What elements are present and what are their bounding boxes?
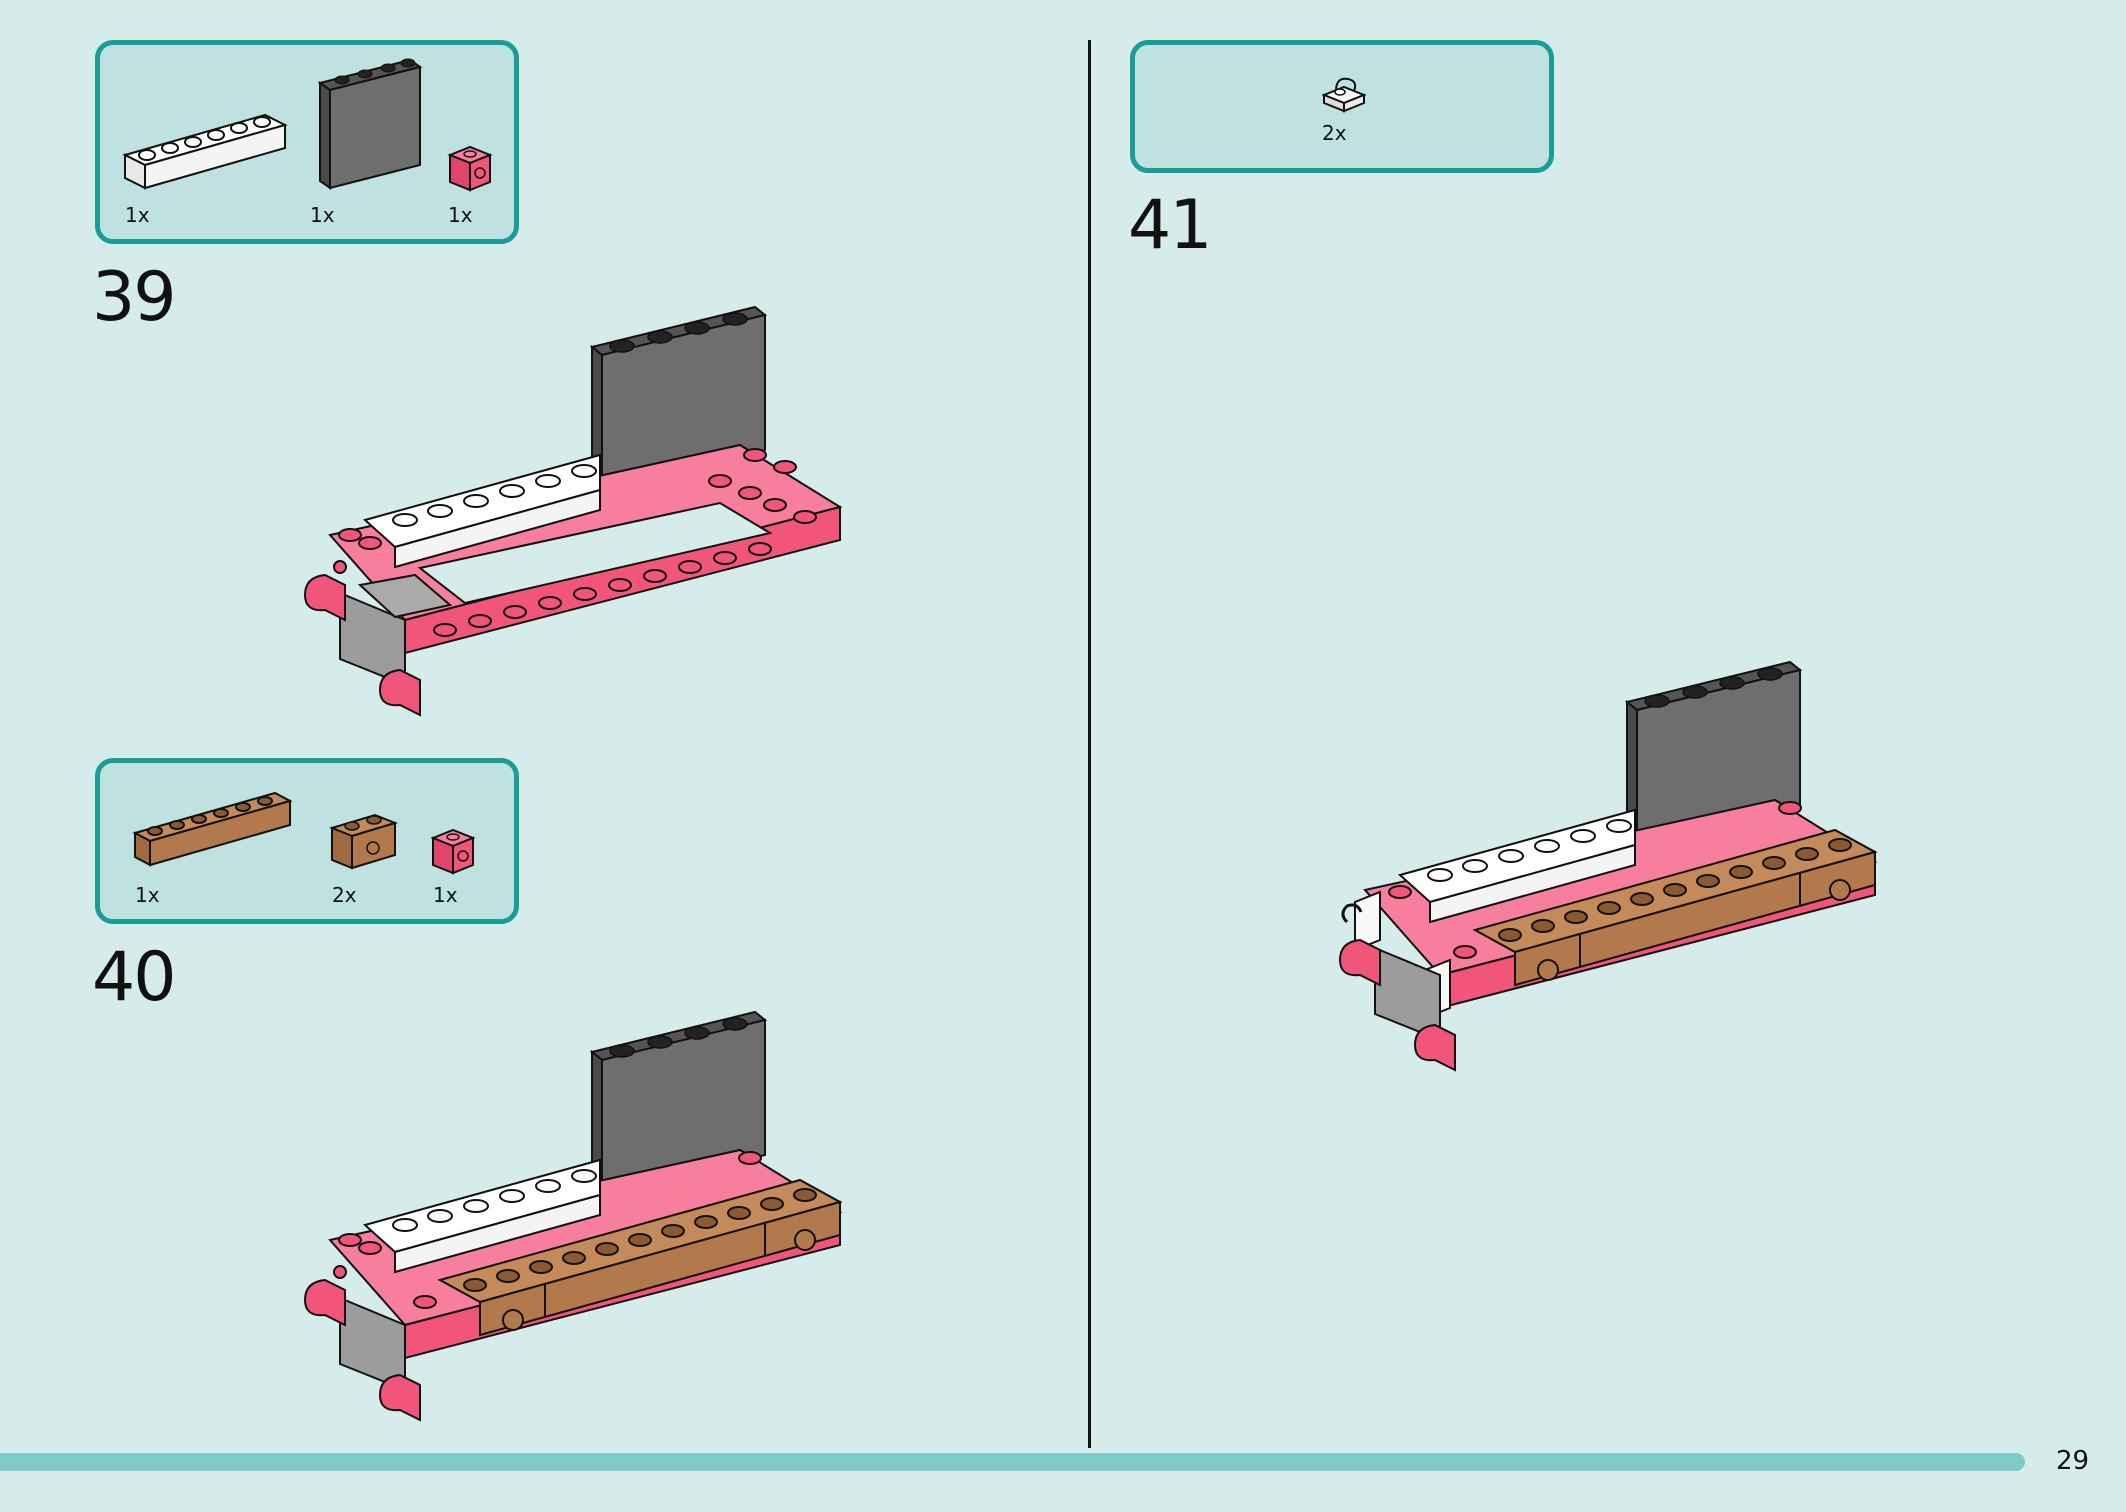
step-number: 39 <box>92 258 177 337</box>
parts-box-step-41: 2x <box>1130 40 1554 173</box>
parts-box-step-39: 1x 1x 1x <box>95 40 519 244</box>
page-number: 29 <box>2056 1446 2090 1476</box>
part-qty: 1x <box>310 203 335 227</box>
part-white-brick-1x6 <box>122 113 288 190</box>
part-qty: 2x <box>1322 121 1347 145</box>
part-pink-brick-1x1 <box>430 828 476 875</box>
step-number: 40 <box>92 938 177 1017</box>
part-white-clip-plate <box>1321 77 1367 113</box>
model-illustration-step-41 <box>1338 660 1878 1072</box>
progress-bar <box>0 1453 2025 1471</box>
part-pink-brick-1x1 <box>447 145 493 192</box>
part-qty: 1x <box>448 203 473 227</box>
part-qty: 1x <box>135 883 160 907</box>
model-illustration-step-39 <box>303 305 843 717</box>
part-qty: 2x <box>332 883 357 907</box>
part-brown-brick-1x6 <box>132 791 293 867</box>
part-brown-brick-1x2 <box>328 813 399 870</box>
parts-box-step-40: 1x 2x 1x <box>95 758 519 924</box>
part-dark-gray-panel <box>317 58 423 190</box>
page-divider <box>1088 40 1091 1448</box>
part-qty: 1x <box>433 883 458 907</box>
step-number: 41 <box>1128 186 1213 265</box>
model-illustration-step-40 <box>303 1010 843 1422</box>
part-qty: 1x <box>125 203 150 227</box>
